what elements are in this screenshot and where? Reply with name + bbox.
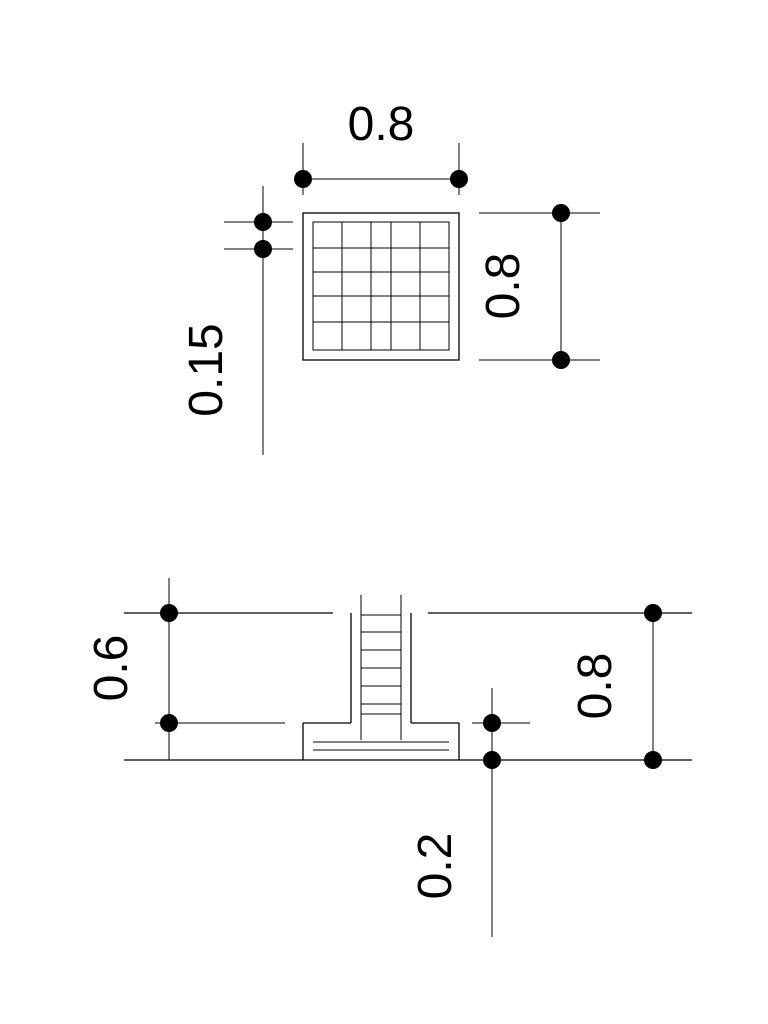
- plan-depth-label: 0.8: [477, 253, 530, 320]
- rebar-mesh-border: [312, 221, 450, 351]
- footing-outline: [302, 212, 460, 361]
- section-height-dimension: 0.6: [85, 578, 285, 760]
- column-section: [350, 595, 412, 740]
- plan-width-label: 0.8: [348, 98, 415, 151]
- footing-pad-section: [302, 722, 460, 760]
- section-height-label: 0.6: [85, 635, 138, 702]
- plan-offset-dimension: 0.15: [180, 186, 293, 455]
- plan-offset-label: 0.15: [180, 323, 233, 416]
- plan-depth-dimension: 0.8: [477, 204, 600, 369]
- rebar-mesh-grid: [313, 222, 449, 350]
- plan-width-dimension: 0.8: [294, 98, 468, 195]
- section-base-dimension: 0.2: [409, 688, 530, 937]
- section-overall-label: 0.8: [569, 653, 622, 720]
- section-base-label: 0.2: [409, 833, 462, 900]
- footing-plan-view: 0.8 0.8 0.15: [180, 98, 600, 455]
- section-overall-dimension: 0.8: [569, 604, 662, 769]
- footing-section-view: 0.6 0.8 0.2: [85, 578, 692, 937]
